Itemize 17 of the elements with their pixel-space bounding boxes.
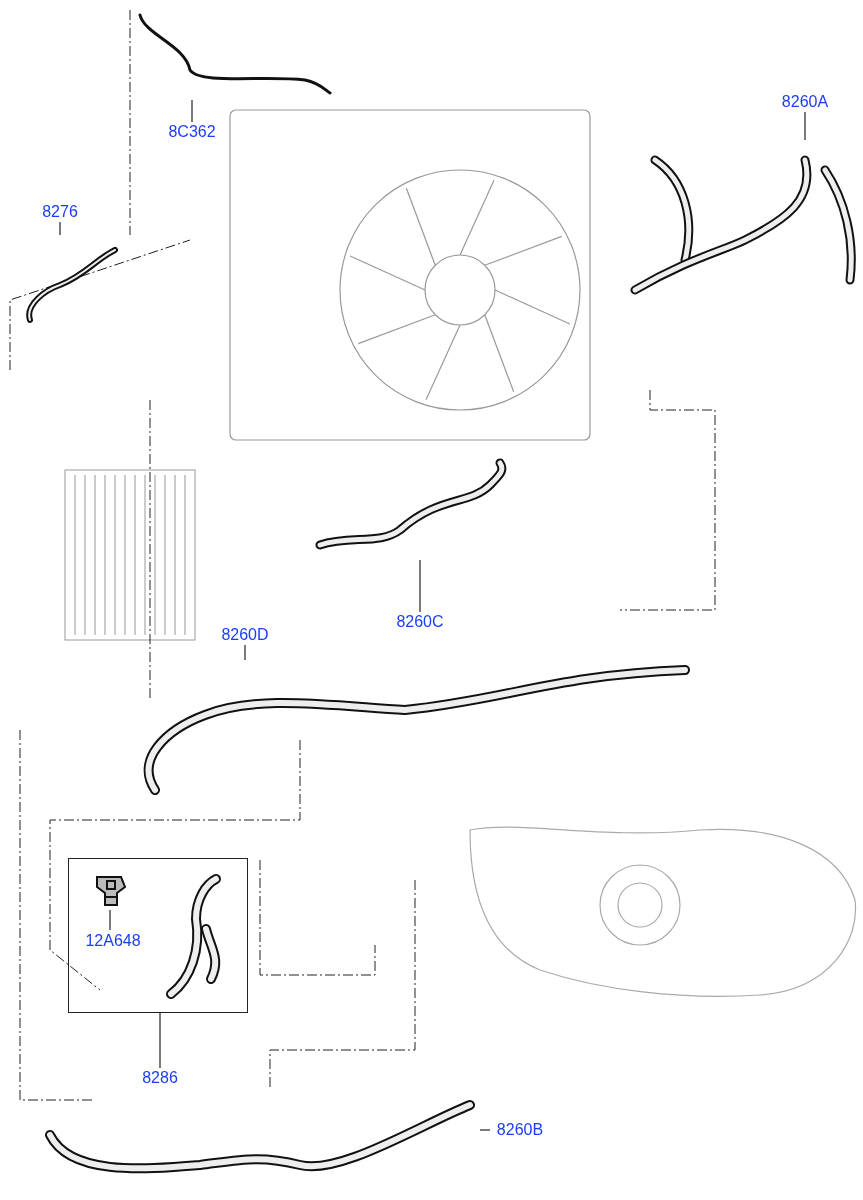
leader-line — [479, 1129, 491, 1131]
callout-number: 8286 — [135, 1068, 185, 1088]
callout-number: 8276 — [28, 202, 92, 222]
callout-number: 8C362 — [160, 122, 224, 142]
leader-line — [804, 111, 806, 141]
callout-number: 8260B — [490, 1120, 550, 1140]
leader-line — [59, 221, 61, 236]
callout-number: 8260D — [215, 625, 275, 645]
leader-line — [159, 1012, 161, 1069]
leader-line — [419, 559, 421, 613]
callout-number: 8260A — [770, 92, 840, 112]
group-frame — [68, 858, 248, 1013]
callout-number: 8260C — [388, 612, 452, 632]
leader-line — [109, 909, 111, 931]
leader-line — [191, 99, 193, 123]
callout-number: 12A648 — [81, 931, 145, 951]
leader-line — [244, 644, 246, 661]
